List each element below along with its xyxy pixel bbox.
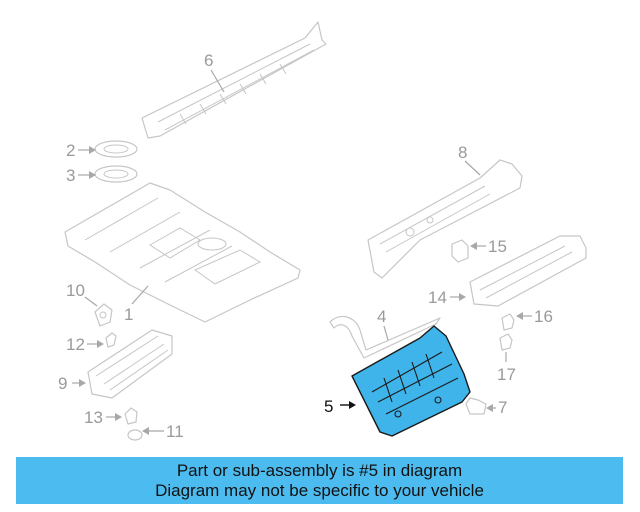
svg-text:16: 16 [534, 307, 553, 326]
callout-9: 9 [58, 374, 86, 393]
callout-5: 5 [324, 397, 356, 416]
part-1-floor-pan[interactable] [64, 182, 301, 323]
part-13-bolt[interactable] [124, 407, 138, 425]
svg-text:7: 7 [498, 398, 507, 417]
part-14-running-board[interactable] [469, 235, 587, 307]
callout-16: 16 [516, 307, 553, 326]
svg-text:12: 12 [66, 335, 85, 354]
svg-text:15: 15 [488, 237, 507, 256]
svg-text:1: 1 [124, 305, 133, 324]
banner-line-2: Diagram may not be specific to your vehi… [155, 480, 484, 500]
svg-text:2: 2 [66, 141, 75, 160]
svg-text:13: 13 [84, 408, 103, 427]
svg-text:14: 14 [428, 288, 447, 307]
part-11-nut[interactable] [127, 429, 143, 441]
callout-15: 15 [470, 237, 507, 256]
callout-4: 4 [377, 307, 389, 341]
banner-line-1: Part or sub-assembly is #5 in diagram [176, 460, 463, 480]
callout-13: 13 [84, 408, 122, 427]
callout-7: 7 [486, 398, 507, 417]
callout-17: 17 [497, 352, 516, 384]
callout-1: 1 [124, 285, 149, 324]
part-4-seal[interactable] [329, 315, 441, 359]
callout-3: 3 [66, 166, 96, 185]
svg-text:5: 5 [324, 397, 333, 416]
part-12-pin[interactable] [105, 332, 117, 348]
part-16-screw[interactable] [501, 313, 515, 331]
part-5-floor-section[interactable] [351, 325, 471, 437]
svg-text:17: 17 [497, 365, 516, 384]
part-7-bracket[interactable] [465, 397, 487, 415]
part-6-rail[interactable] [141, 21, 327, 139]
svg-text:3: 3 [66, 166, 75, 185]
svg-text:4: 4 [377, 307, 386, 326]
callout-8: 8 [458, 143, 481, 176]
part-17-clip[interactable] [499, 333, 513, 351]
svg-text:11: 11 [166, 422, 184, 441]
part-15-bracket[interactable] [451, 239, 469, 263]
info-banner: Part or sub-assembly is #5 in diagram Di… [16, 457, 623, 504]
callout-11: 11 [142, 422, 184, 441]
callout-6: 6 [204, 51, 225, 93]
callout-14: 14 [428, 288, 466, 307]
part-2-grommet[interactable] [94, 140, 138, 158]
svg-text:10: 10 [66, 281, 85, 300]
part-8-side-rail[interactable] [367, 159, 523, 279]
part-3-grommet[interactable] [94, 165, 138, 183]
part-9-step[interactable] [87, 329, 173, 399]
callout-10: 10 [66, 281, 98, 307]
parts-diagram: 6 2 3 1 10 [58, 21, 587, 441]
callout-12: 12 [66, 335, 104, 354]
svg-text:9: 9 [58, 374, 67, 393]
part-10-clip[interactable] [94, 303, 113, 327]
svg-text:6: 6 [204, 51, 213, 70]
callout-2: 2 [66, 141, 96, 160]
svg-text:8: 8 [458, 143, 467, 162]
